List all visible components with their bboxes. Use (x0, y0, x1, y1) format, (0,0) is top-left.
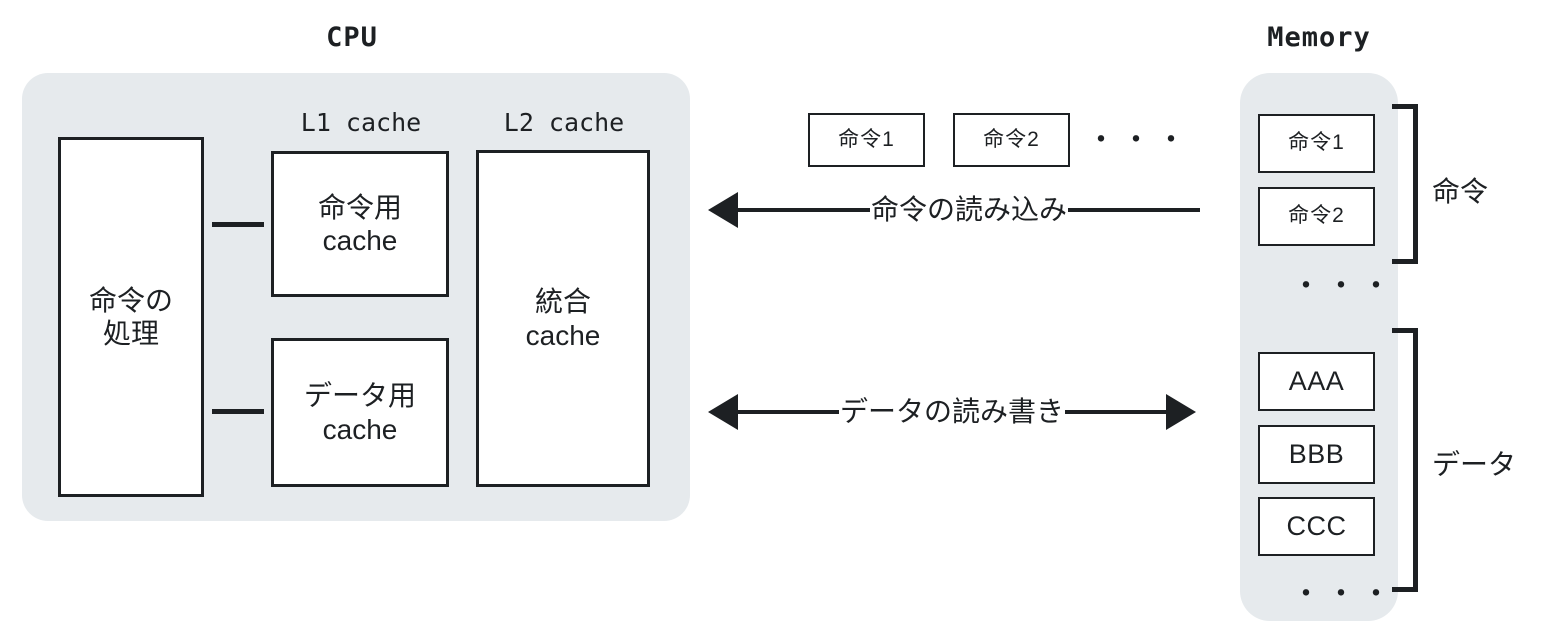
connector-core-to-data-cache (212, 409, 264, 414)
l1-data-cache-label-line1: データ用 (303, 380, 416, 412)
l1-instruction-cache-label-line2: cache (322, 225, 398, 256)
memory-instruction-group-label: 命令 (1432, 176, 1489, 207)
data-readwrite-arrow: データの読み書き (708, 392, 1197, 432)
queued-instruction-label-1: 命令1 (838, 127, 895, 151)
instruction-processing-label-line1: 命令の (88, 284, 173, 316)
memory-data-group-bracket (1392, 328, 1418, 592)
arrow-head-left-icon (708, 192, 738, 228)
l1-instruction-cache-label-line1: 命令用 (317, 191, 402, 223)
memory-instruction-cell-1[interactable]: 命令1 (1258, 114, 1375, 173)
memory-data-cell-1[interactable]: AAA (1258, 352, 1375, 411)
memory-data-group-label: データ (1432, 449, 1517, 480)
l1-data-cache-box[interactable]: データ用 cache (271, 338, 449, 487)
l1-data-cache-label-line2: cache (322, 413, 398, 445)
memory-data-cell-3[interactable]: CCC (1258, 497, 1375, 556)
queued-instruction-box-2[interactable]: 命令2 (953, 113, 1070, 167)
memory-title: Memory (1267, 22, 1371, 53)
memory-data-label-1: AAA (1288, 365, 1345, 396)
l1-cache-label: L1 cache (300, 108, 422, 137)
instruction-processing-label-line2: 処理 (102, 318, 159, 349)
queued-instruction-box-1[interactable]: 命令1 (808, 113, 925, 167)
queued-instruction-ellipsis: ・・・ (1086, 124, 1191, 157)
instruction-processing-box[interactable]: 命令の 処理 (58, 137, 204, 497)
connector-core-to-instruction-cache (212, 222, 264, 227)
l2-cache-label: L2 cache (503, 108, 625, 137)
arrow-line-left-segment (738, 410, 839, 414)
memory-instruction-ellipsis: ・・・ (1291, 270, 1396, 303)
arrow-head-left-icon (708, 394, 738, 430)
memory-instruction-cell-2[interactable]: 命令2 (1258, 187, 1375, 246)
memory-instruction-group-bracket (1392, 104, 1418, 264)
queued-instruction-label-2: 命令2 (983, 127, 1040, 151)
arrow-line-right-segment (1065, 410, 1167, 414)
instruction-load-arrow-label: 命令の読み込み (871, 194, 1068, 225)
memory-data-label-2: BBB (1288, 438, 1345, 469)
memory-data-cell-2[interactable]: BBB (1258, 425, 1375, 484)
l2-unified-cache-label-line2: cache (525, 319, 601, 351)
arrow-line-left-segment (738, 208, 870, 212)
arrow-head-right-icon (1166, 394, 1197, 430)
memory-instruction-label-2: 命令2 (1288, 204, 1345, 228)
l2-unified-cache-box[interactable]: 統合 cache (476, 150, 650, 487)
memory-instruction-label-1: 命令1 (1288, 131, 1345, 155)
arrow-line-right-segment (1068, 208, 1201, 212)
cpu-title: CPU (326, 22, 378, 53)
instruction-load-arrow: 命令の読み込み (708, 190, 1201, 230)
data-readwrite-arrow-label: データの読み書き (840, 396, 1065, 427)
memory-data-label-3: CCC (1286, 510, 1347, 541)
memory-data-ellipsis: ・・・ (1291, 578, 1396, 611)
l2-unified-cache-label-line1: 統合 (534, 286, 591, 318)
l1-instruction-cache-box[interactable]: 命令用 cache (271, 151, 449, 297)
